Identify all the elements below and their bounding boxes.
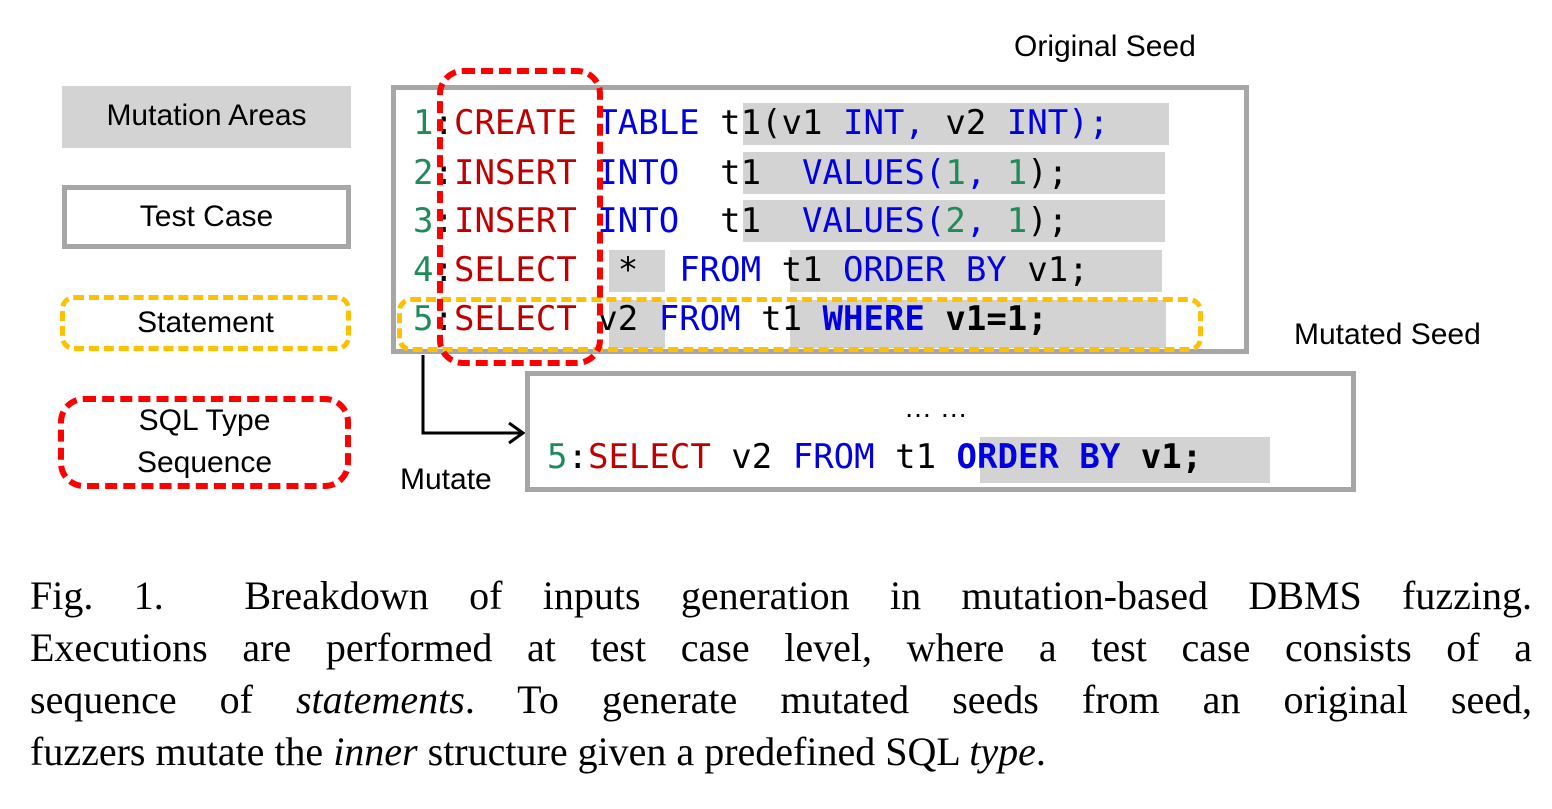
token: t1 <box>761 299 803 339</box>
mutation-area <box>743 152 1165 194</box>
caption-line-3: sequence of statements. To generate muta… <box>30 674 1532 726</box>
token: , <box>965 201 1007 241</box>
token: t1 <box>720 153 762 193</box>
mutated-seed-box <box>525 371 1356 492</box>
code-line-1: 1:CREATE TABLE t1(v1 INT, v2 INT); <box>413 100 1109 146</box>
legend-statement-swatch <box>60 295 351 351</box>
legend-statement-label: Statement <box>137 306 274 339</box>
token: v1=1; <box>945 299 1048 339</box>
line-number: 2 <box>413 153 434 193</box>
keyword: FROM <box>658 299 741 339</box>
sql-type: INSERT <box>453 153 577 193</box>
keyword: TABLE <box>597 103 700 143</box>
ellipsis: … … <box>904 392 968 423</box>
caption-text: . To generate mutated seeds from an orig… <box>464 677 1532 722</box>
mutation-area <box>609 250 665 292</box>
sql-type: CREATE <box>453 103 577 143</box>
keyword: WHERE <box>822 299 925 339</box>
colon: : <box>567 437 588 477</box>
legend-sql-type-label-1: SQL Type <box>138 404 271 437</box>
number: 1 <box>945 153 966 193</box>
mutated-code-line: 5:SELECT v2 FROM t1 ORDER BY v1; <box>547 434 1202 480</box>
token: v2 <box>597 299 639 339</box>
legend-mutation-areas-swatch <box>62 86 351 148</box>
caption-text: . <box>1035 729 1046 774</box>
token: t1(v1 <box>720 103 823 143</box>
token: t1 <box>720 201 762 241</box>
token: * <box>617 250 639 290</box>
keyword: VALUES( <box>802 201 946 241</box>
sql-type: SELECT <box>453 250 577 290</box>
line-number: 1 <box>413 103 434 143</box>
caption-line-1: Fig. 1. Breakdown of inputs generation i… <box>30 570 1532 622</box>
token: t1 <box>781 250 823 290</box>
keyword: INTO <box>597 153 680 193</box>
mutation-area <box>790 250 1162 292</box>
keyword: ORDER BY <box>956 437 1121 477</box>
keyword: INTO <box>597 201 680 241</box>
caption-emphasis: statements <box>295 677 465 722</box>
keyword: VALUES( <box>802 153 946 193</box>
caption-line-2: Executions are performed at test case le… <box>30 625 1532 670</box>
sql-type: INSERT <box>453 201 577 241</box>
mutate-label: Mutate <box>400 463 492 496</box>
mutation-area <box>743 200 1165 242</box>
sql-type-sequence-box <box>437 68 603 366</box>
mutation-area <box>743 103 1169 145</box>
token: ); <box>1027 201 1069 241</box>
keyword: FROM <box>792 437 875 477</box>
token: t1 <box>895 437 937 477</box>
line-number: 3 <box>413 201 434 241</box>
token: ); <box>1027 153 1069 193</box>
legend-test-case-label: Test Case <box>139 200 274 233</box>
legend-sql-type-label-2: Sequence <box>136 446 273 479</box>
keyword: INT, <box>842 103 925 143</box>
line-number: 5 <box>547 437 568 477</box>
caption-prefix: Fig. 1. <box>30 573 164 618</box>
code-line-4: 4:SELECT * FROM t1 ORDER BY v1; <box>413 247 1089 293</box>
caption-text: fuzzers mutate the <box>30 729 334 774</box>
keyword: FROM <box>679 250 762 290</box>
caption-line-4: fuzzers mutate the inner structure given… <box>30 726 1532 778</box>
token: v1; <box>1027 250 1089 290</box>
statement-box <box>397 297 1203 352</box>
caption-emphasis: inner <box>333 729 418 774</box>
original-seed-title: Original Seed <box>1014 30 1196 63</box>
mutated-seed-title: Mutated Seed <box>1294 318 1481 351</box>
legend-sql-type-swatch <box>58 396 351 489</box>
line-number: 4 <box>413 250 434 290</box>
number: 1 <box>1006 153 1028 193</box>
token: v2 <box>731 437 773 477</box>
caption-text: structure given a predefined SQL <box>417 729 970 774</box>
code-line-2: 2:INSERT INTO t1 VALUES(1, 1); <box>413 150 1068 196</box>
token: , <box>965 153 1007 193</box>
number: 1 <box>1006 201 1028 241</box>
mutation-area <box>790 300 1166 348</box>
sql-type: SELECT <box>587 437 711 477</box>
token: v2 <box>945 103 987 143</box>
caption-text: Breakdown of inputs generation in mutati… <box>244 573 1532 618</box>
legend-test-case-swatch <box>62 185 351 249</box>
caption-text: sequence of <box>30 677 296 722</box>
mutation-area <box>980 437 1270 483</box>
token: v1; <box>1140 437 1203 477</box>
number: 2 <box>945 201 966 241</box>
caption-emphasis: type <box>969 729 1036 774</box>
figure-caption: Fig. 1. Breakdown of inputs generation i… <box>30 570 1532 778</box>
line-number: 5 <box>413 299 434 339</box>
legend-mutation-areas-label: Mutation Areas <box>106 99 307 132</box>
keyword: INT); <box>1006 103 1110 143</box>
sql-type: SELECT <box>453 299 577 339</box>
mutate-arrow-icon <box>421 355 526 445</box>
keyword: ORDER BY <box>843 250 1007 290</box>
mutation-area <box>609 300 665 348</box>
